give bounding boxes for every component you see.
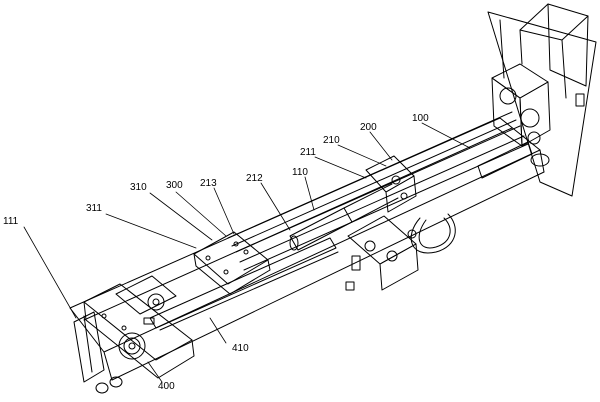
end-connector (73, 311, 123, 394)
front-base (83, 275, 195, 379)
callout-212: 212 (246, 173, 263, 184)
callout-110: 110 (292, 167, 308, 178)
callout-310: 310 (130, 182, 147, 193)
gripper-mechanism (347, 213, 456, 291)
callout-211: 211 (300, 147, 316, 158)
drive-motor (491, 63, 585, 147)
mounting-plate (487, 11, 597, 197)
slider-plate (193, 231, 271, 295)
callout-400: 400 (158, 381, 175, 392)
callout-410: 410 (232, 343, 249, 354)
callout-213: 213 (200, 178, 217, 189)
callout-311: 311 (86, 203, 102, 214)
callout-210: 210 (323, 135, 340, 146)
rail-end (345, 141, 550, 291)
callout-labels: 111 311 310 300 213 212 110 211 210 200 … (3, 113, 429, 392)
cylinder-rod (289, 183, 399, 251)
leader-lines (23, 122, 471, 383)
callout-111: 111 (3, 216, 19, 227)
callout-200: 200 (360, 122, 377, 133)
callout-300: 300 (166, 180, 183, 191)
callout-100: 100 (412, 113, 429, 124)
carriage (365, 155, 417, 213)
lower-slide (149, 237, 339, 331)
channel-bracket (519, 3, 589, 99)
